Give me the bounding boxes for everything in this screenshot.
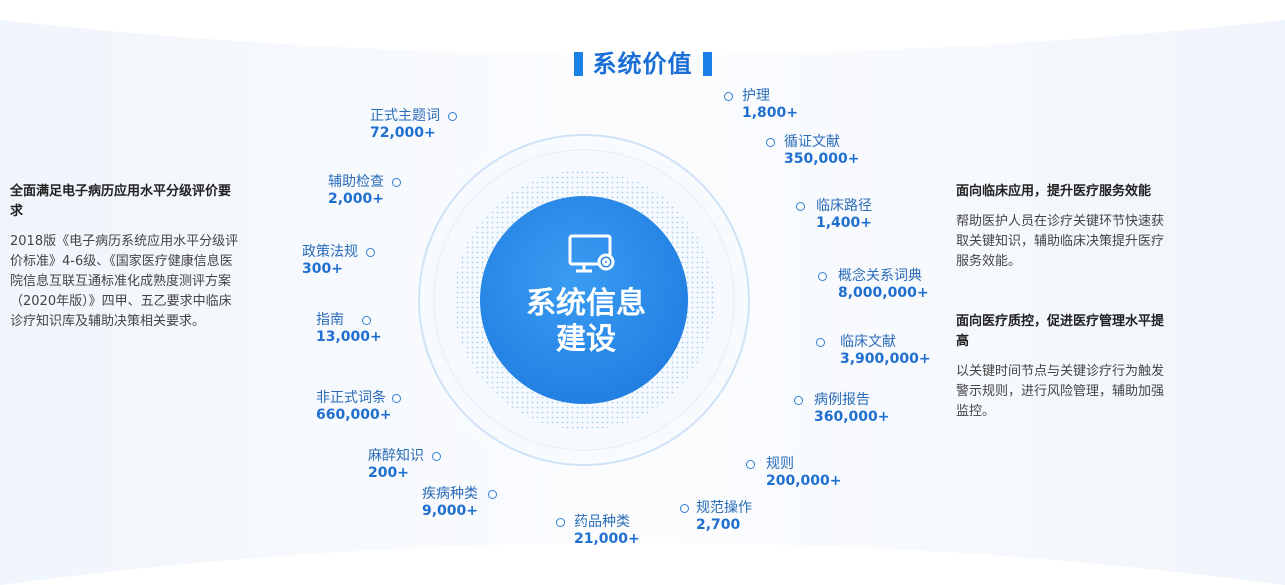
node-drug-types: 药品种类 21,000+ [556, 514, 640, 548]
monitor-gear-icon [568, 234, 615, 273]
right-panel-quality-body: 以关键时间节点与关键诊疗行为触发警示规则，进行风险管理，辅助加强监控。 [956, 364, 1165, 419]
node-rules: 规则 200,000+ [746, 456, 842, 490]
node-disease-types: 疾病种类 9,000+ [422, 486, 497, 520]
node-policy: 政策法规 300+ [302, 244, 375, 278]
right-panel-clinical-body: 帮助医护人员在诊疗关键环节快速获取关键知识，辅助临床决策提升医疗服务效能。 [956, 214, 1165, 269]
right-panel-clinical: 面向临床应用，提升医疗服务效能 帮助医护人员在诊疗关键环节快速获取关键知识，辅助… [956, 182, 1176, 272]
right-panel-clinical-heading: 面向临床应用，提升医疗服务效能 [956, 184, 1152, 199]
node-case-reports: 病例报告 360,000+ [794, 392, 890, 426]
center-label-line2: 建设 [556, 322, 616, 357]
right-panel-quality-heading: 面向医疗质控，促进医疗管理水平提高 [956, 314, 1165, 349]
node-clinical-pathway: 临床路径 1,400+ [796, 198, 872, 232]
node-anesthesia: 麻醉知识 200+ [368, 448, 441, 482]
left-panel-body: 2018版《电子病历系统应用水平分级评价标准》4-6级、《国家医疗健康信息医院信… [10, 234, 239, 329]
title-text: 系统价值 [592, 50, 693, 78]
node-clinical-literature: 临床文献 3,900,000+ [816, 334, 931, 368]
center-label: 系统信息 建设 [496, 286, 676, 358]
left-panel-heading: 全面满足电子病历应用水平分级评价要求 [10, 184, 232, 219]
node-standard-ops: 规范操作 2,700 [680, 500, 752, 534]
right-panel-quality: 面向医疗质控，促进医疗管理水平提高 以关键时间节点与关键诊疗行为触发警示规则，进… [956, 312, 1176, 422]
center-circle [480, 196, 688, 404]
title-bar-right [702, 52, 712, 76]
outer-ring [418, 134, 750, 466]
node-evidence-literature: 循证文献 350,000+ [766, 134, 860, 168]
section-title: 系统价值 [0, 44, 1285, 79]
node-concept-dictionary: 概念关系词典 8,000,000+ [818, 268, 929, 302]
node-nursing: 护理 1,800+ [724, 88, 798, 122]
node-guideline: 指南 13,000+ [316, 312, 382, 345]
node-auxiliary-exam: 辅助检查 2,000+ [328, 174, 401, 208]
node-formal-terms: 正式主题词 72,000+ [370, 108, 457, 142]
node-informal-terms: 非正式词条 660,000+ [316, 390, 401, 424]
center-label-line1: 系统信息 [526, 286, 646, 321]
left-panel: 全面满足电子病历应用水平分级评价要求 2018版《电子病历系统应用水平分级评价标… [10, 182, 242, 332]
title-bar-left [573, 52, 583, 76]
